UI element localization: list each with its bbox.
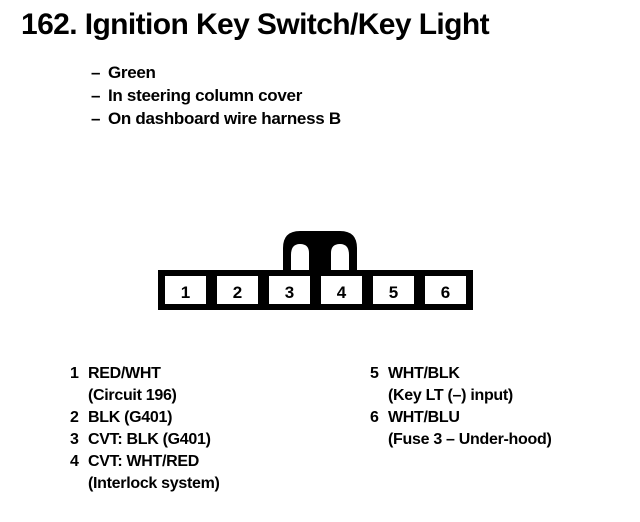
description-list: – Green – In steering column cover – On … — [91, 61, 511, 130]
pin-number: 5 — [370, 365, 379, 382]
description-item: – In steering column cover — [91, 84, 511, 107]
pin-entry: RED/WHT (Circuit 196) — [88, 363, 360, 407]
pin-entry: WHT/BLU (Fuse 3 – Under-hood) — [388, 407, 640, 451]
page-title: 162. Ignition Key Switch/Key Light — [21, 8, 490, 41]
pin-list-item: 6 WHT/BLU (Fuse 3 – Under-hood) — [370, 407, 640, 451]
pin-number: 3 — [70, 431, 79, 448]
pin-note: (Interlock system) — [88, 475, 220, 492]
connector-pin-cell — [321, 276, 362, 304]
connector-body-outline — [158, 270, 473, 310]
pin-list-item: 3 CVT: BLK (G401) — [70, 429, 360, 451]
pin-note: (Key LT (–) input) — [388, 387, 513, 404]
connector-pin-cell — [425, 276, 466, 304]
connector-pin-number: 4 — [337, 283, 347, 302]
connector-pin-number: 2 — [233, 283, 242, 302]
pin-note: (Fuse 3 – Under-hood) — [388, 431, 552, 448]
pin-list-item: 1 RED/WHT (Circuit 196) — [70, 363, 360, 407]
pin-number: 1 — [70, 365, 79, 382]
pin-wire-label: CVT: WHT/RED — [88, 453, 200, 470]
dash-bullet-icon: – — [91, 86, 101, 105]
pin-wire-label: WHT/BLU — [388, 409, 460, 426]
pin-entry: BLK (G401) — [88, 407, 360, 429]
pin-number: 2 — [70, 409, 79, 426]
dash-bullet-icon: – — [91, 109, 101, 128]
pin-wire-label: RED/WHT — [88, 365, 161, 382]
connector-pin-cell — [269, 276, 310, 304]
dash-bullet-icon: – — [91, 63, 101, 82]
connector-pin-cell — [373, 276, 414, 304]
pin-wire-label: BLK (G401) — [88, 409, 173, 426]
connector-pin-cell — [165, 276, 206, 304]
connector-pin-number: 5 — [389, 283, 398, 302]
description-item: – Green — [91, 61, 511, 84]
description-item-label: In steering column cover — [108, 86, 303, 105]
connector-locking-tab — [283, 231, 357, 270]
description-item-label: On dashboard wire harness B — [108, 109, 341, 128]
connector-pin-number: 1 — [181, 283, 190, 302]
pin-list-item: 2 BLK (G401) — [70, 407, 360, 429]
pin-wire-label: WHT/BLK — [388, 365, 460, 382]
pin-entry: CVT: WHT/RED (Interlock system) — [88, 451, 360, 495]
connector-pin-number: 3 — [285, 283, 294, 302]
pin-wire-label: CVT: BLK (G401) — [88, 431, 211, 448]
description-item-label: Green — [108, 63, 156, 82]
pin-entry: CVT: BLK (G401) — [88, 429, 360, 451]
pin-list-right-column: 5 WHT/BLK (Key LT (–) input) 6 WHT/BLU (… — [370, 363, 640, 451]
connector-pin-number: 6 — [441, 283, 450, 302]
pin-list-item: 5 WHT/BLK (Key LT (–) input) — [370, 363, 640, 407]
pin-entry: WHT/BLK (Key LT (–) input) — [388, 363, 640, 407]
pin-number: 6 — [370, 409, 379, 426]
connector-diagram: 1 2 3 4 5 6 — [150, 222, 490, 322]
description-item: – On dashboard wire harness B — [91, 107, 511, 130]
pin-number: 4 — [70, 453, 79, 470]
connector-pin-cell — [217, 276, 258, 304]
pin-list-item: 4 CVT: WHT/RED (Interlock system) — [70, 451, 360, 495]
pin-list-left-column: 1 RED/WHT (Circuit 196) 2 BLK (G401) 3 C… — [70, 363, 360, 495]
pin-note: (Circuit 196) — [88, 387, 177, 404]
